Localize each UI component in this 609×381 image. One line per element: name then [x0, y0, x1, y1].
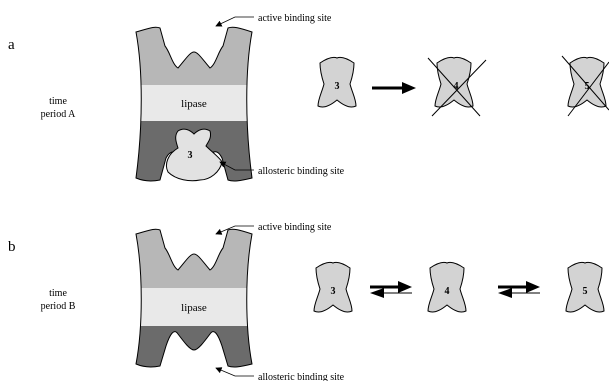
- molecule-3: 3: [318, 57, 356, 107]
- active-site-pointer: [216, 17, 254, 26]
- molecule-5: 5: [566, 262, 604, 312]
- molecule-number: 3: [331, 286, 336, 297]
- enzyme-lower-band: [120, 326, 270, 376]
- panel-letter: b: [8, 239, 16, 255]
- allosteric-site-label: allosteric binding site: [258, 166, 345, 177]
- panel-b: b time period B lipase active binding si…: [8, 222, 604, 381]
- molecule-4: 4: [428, 262, 466, 312]
- time-label-line1: time: [49, 96, 67, 107]
- panel-a: a time period A lipase 3 active binding …: [8, 13, 609, 191]
- active-site-label: active binding site: [258, 222, 332, 233]
- time-label-line1: time: [49, 288, 67, 299]
- molecule-number: 5: [583, 286, 588, 297]
- enzyme-label: lipase: [181, 302, 207, 314]
- molecule-number: 3: [335, 81, 340, 92]
- bound-molecule-number: 3: [188, 150, 193, 161]
- molecule-4-blocked: 4: [428, 57, 486, 116]
- molecule-number: 4: [454, 81, 459, 92]
- enzyme-label: lipase: [181, 98, 207, 110]
- enzyme-lipase: lipase 3: [120, 20, 270, 191]
- allosteric-site-pointer: [216, 368, 254, 376]
- panel-letter: a: [8, 37, 15, 53]
- molecule-5-blocked: 5: [562, 56, 609, 116]
- enzyme-lipase: lipase: [120, 222, 270, 376]
- time-label-line2: period A: [41, 109, 76, 120]
- molecule-number: 4: [445, 286, 450, 297]
- equilibrium-arrow: [498, 281, 540, 298]
- equilibrium-arrow: [370, 281, 412, 298]
- conversion-arrowhead: [402, 82, 416, 94]
- allosteric-site-label: allosteric binding site: [258, 372, 345, 381]
- active-site-label: active binding site: [258, 13, 332, 24]
- molecule-3: 3: [314, 262, 352, 312]
- time-label-line2: period B: [41, 301, 76, 312]
